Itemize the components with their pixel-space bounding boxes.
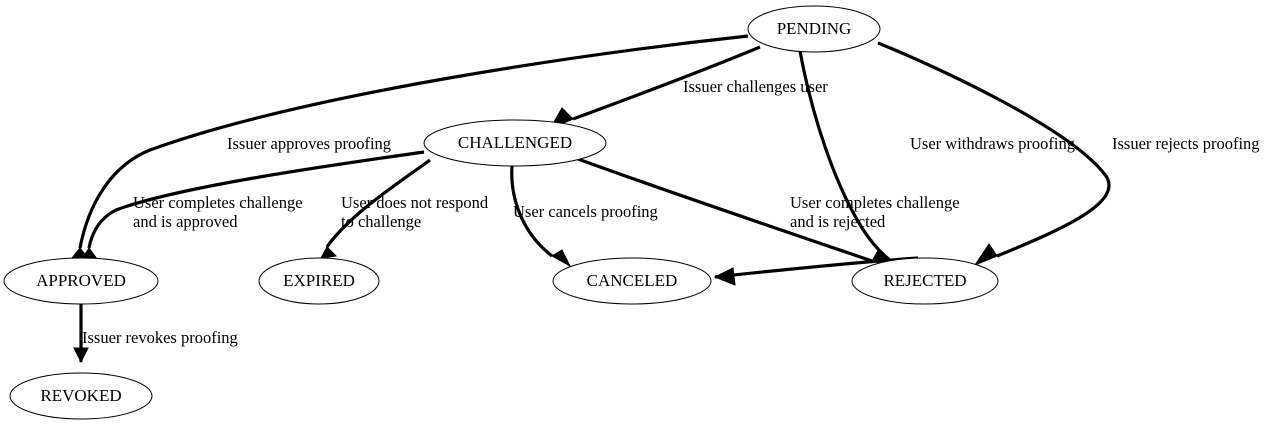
edge-line-pending-challenged	[572, 45, 761, 121]
edge-label-challenged-rejected: and is rejected	[790, 212, 886, 231]
arrowhead-icon-pending-rejected	[973, 243, 998, 267]
edge-label-challenged-expired: User does not respond	[341, 193, 489, 212]
arrowhead-icon-challenged-canceled	[551, 249, 572, 268]
node-shape-canceled[interactable]	[552, 257, 712, 305]
node-label-expired: EXPIRED	[283, 271, 355, 290]
edge-approved-revoked[interactable]: Issuer revokes proofing	[73, 304, 238, 364]
edge-line-challenged-rejected	[577, 157, 873, 263]
edge-line-challenged-canceled	[510, 165, 553, 258]
nodes-layer: PENDING CHALLENGED APPROVED EXPIRED CANCELED…	[3, 5, 999, 420]
node-shape-pending[interactable]	[747, 5, 881, 53]
node-shape-expired[interactable]	[258, 257, 380, 305]
edge-line-pending-rejected	[877, 41, 1111, 258]
arrowhead-icon-challenged-expired	[320, 246, 338, 259]
edge-challenged-canceled[interactable]: User cancels proofing	[510, 165, 658, 268]
node-canceled[interactable]: CANCELED	[552, 257, 712, 305]
edge-line-pending-approved	[78, 34, 749, 249]
node-approved[interactable]: APPROVED	[3, 257, 159, 305]
node-shape-challenged[interactable]	[423, 119, 607, 167]
node-challenged[interactable]: CHALLENGED	[423, 119, 607, 167]
edge-label-challenged-rejected: User completes challenge	[790, 193, 960, 212]
edge-pending-rejected[interactable]: Issuer rejects proofing	[877, 41, 1260, 267]
node-rejected[interactable]: REJECTED	[851, 257, 999, 305]
node-label-revoked: REVOKED	[40, 386, 121, 405]
edge-line-challenged-expired	[325, 158, 431, 248]
edge-pending-approved[interactable]: Issuer approves proofing	[70, 34, 749, 259]
node-label-pending: PENDING	[777, 19, 852, 38]
arrowhead-icon-rejected-canceled	[713, 267, 736, 286]
node-label-rejected: REJECTED	[883, 271, 966, 290]
edge-label-pending-challenged: Issuer challenges user	[683, 77, 828, 96]
node-shape-revoked[interactable]	[9, 372, 153, 420]
edge-label-pending-canceled: User withdraws proofing	[910, 134, 1075, 153]
node-pending[interactable]: PENDING	[747, 5, 881, 53]
edge-label-approved-revoked: Issuer revokes proofing	[82, 328, 238, 347]
edge-label-pending-approved: Issuer approves proofing	[227, 134, 391, 153]
node-revoked[interactable]: REVOKED	[9, 372, 153, 420]
node-label-challenged: CHALLENGED	[458, 133, 572, 152]
edge-line-challenged-approved	[87, 150, 425, 249]
edge-label-challenged-canceled: User cancels proofing	[513, 202, 658, 221]
edge-label-pending-rejected: Issuer rejects proofing	[1112, 134, 1260, 153]
edge-label-challenged-approved: User completes challenge	[133, 193, 303, 212]
edge-label-challenged-expired: to challenge	[341, 212, 421, 231]
edge-pending-challenged[interactable]: Issuer challenges user	[548, 45, 828, 131]
arrowhead-icon-approved-revoked	[73, 347, 89, 364]
node-label-canceled: CANCELED	[587, 271, 678, 290]
node-shape-approved[interactable]	[3, 257, 159, 305]
edge-label-challenged-approved: and is approved	[133, 212, 238, 231]
node-label-approved: APPROVED	[36, 271, 126, 290]
node-shape-rejected[interactable]	[851, 257, 999, 305]
node-expired[interactable]: EXPIRED	[258, 257, 380, 305]
